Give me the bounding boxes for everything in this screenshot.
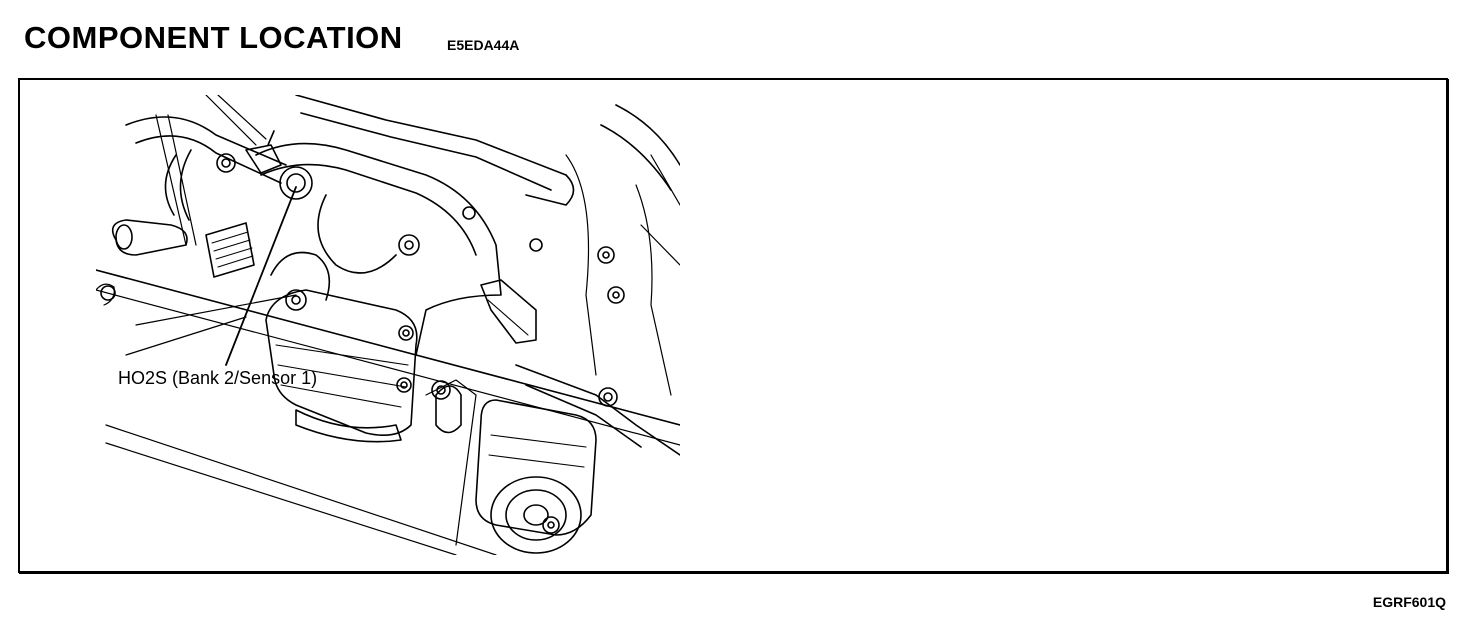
ho2s-callout-label: HO2S (Bank 2/Sensor 1) (118, 368, 318, 388)
engine-illustration (96, 95, 680, 555)
figure-frame (18, 78, 1448, 573)
figure-code: EGRF601Q (1372, 594, 1446, 610)
section-code: E5EDA44A (447, 37, 520, 53)
page-title: COMPONENT LOCATION (24, 20, 403, 55)
